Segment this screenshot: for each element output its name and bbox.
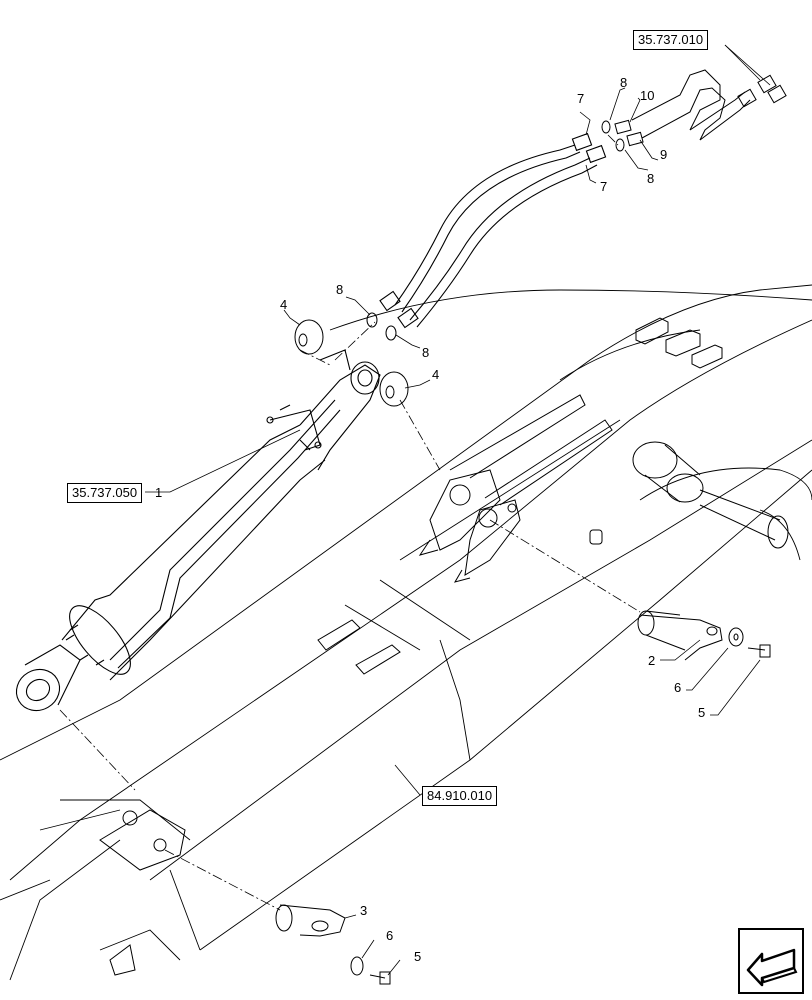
callout-6-upper: 6 (674, 680, 682, 695)
washer-6-upper (728, 627, 744, 647)
callout-6-lower: 6 (386, 928, 394, 943)
boom-brackets (109, 317, 789, 976)
arrow-previous-icon (746, 948, 798, 987)
pin-3 (275, 904, 346, 937)
fittings-and-lines (614, 69, 787, 147)
hoses-7 (379, 132, 607, 329)
reference-boom[interactable]: 84.910.010 (422, 786, 498, 806)
callout-10: 10 (640, 88, 655, 103)
callout-7-upper: 7 (577, 91, 585, 106)
bolt-5-upper (747, 644, 771, 658)
callout-8-hose-top: 8 (620, 75, 628, 90)
reference-cylinder[interactable]: 35.737.050 (67, 483, 143, 503)
callout-5-upper: 5 (698, 705, 706, 720)
assembly-centerlines (59, 134, 641, 911)
callout-8-cyl-bottom: 8 (422, 345, 430, 360)
washers-4 (294, 319, 409, 407)
callout-8-cyl-top: 8 (336, 282, 344, 297)
callout-5-lower: 5 (414, 949, 422, 964)
callout-9: 9 (660, 147, 668, 162)
lower-mount (99, 809, 186, 871)
callout-3: 3 (360, 903, 368, 918)
leader-lines (145, 44, 771, 976)
reference-hydraulic-lines[interactable]: 35.737.010 (633, 30, 709, 50)
o-rings-8 (366, 120, 625, 341)
callout-1: 1 (155, 485, 163, 500)
pin-2 (637, 610, 723, 661)
washer-6-lower (350, 956, 364, 976)
callout-4-left: 4 (280, 297, 288, 312)
callout-7-lower: 7 (600, 179, 608, 194)
previous-page-button[interactable] (738, 928, 804, 994)
boom-arm (0, 284, 812, 981)
bolt-5-lower (369, 971, 391, 985)
hydraulic-cylinder (15, 349, 381, 712)
callout-2: 2 (648, 653, 656, 668)
callout-4-right: 4 (432, 367, 440, 382)
callout-8-hose-bottom: 8 (647, 171, 655, 186)
